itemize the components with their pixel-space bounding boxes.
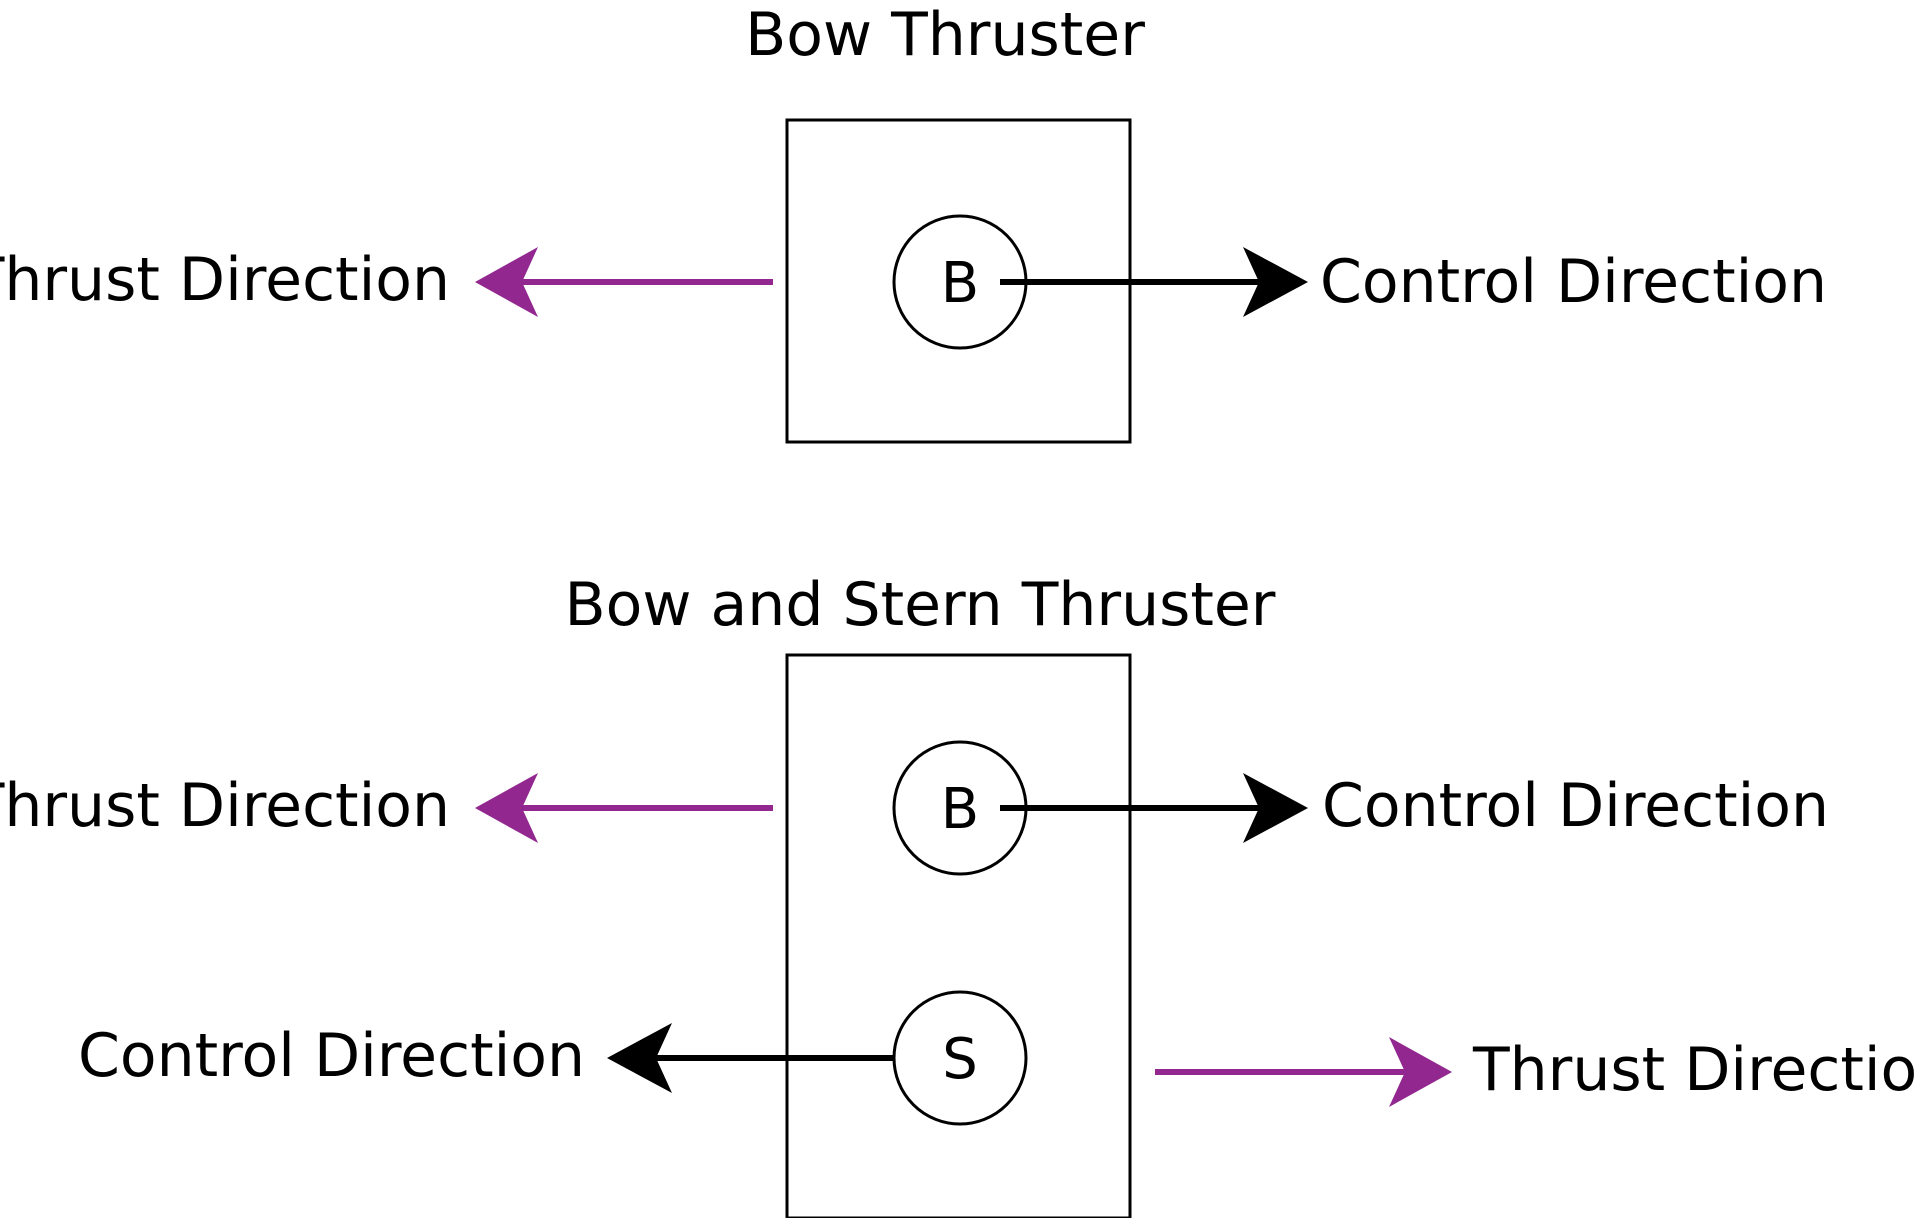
control-arrow (1000, 773, 1308, 843)
control-arrow (607, 1023, 915, 1093)
bow-thruster-group: Bow Thruster Thrust Direction B Control … (0, 0, 1827, 444)
control-direction-label: Control Direction (1320, 247, 1827, 317)
bow-thruster-title: Bow Thruster (745, 0, 1145, 70)
bow-thruster-letter: B (941, 251, 979, 316)
thrust-arrow (475, 247, 773, 317)
stern-thruster-letter: S (942, 1027, 978, 1092)
bow-thrust-direction-label: Thrust Direction (0, 771, 450, 841)
bow-and-stern-thruster-title: Bow and Stern Thruster (565, 570, 1276, 640)
stern-thrust-direction-label: Thrust Direction (1472, 1035, 1920, 1105)
stern-control-direction-label: Control Direction (78, 1021, 585, 1091)
bow-control-direction-label: Control Direction (1322, 771, 1829, 841)
thrust-arrow (1155, 1037, 1452, 1107)
control-arrow (1000, 247, 1308, 317)
ship-hull-box (785, 653, 1132, 1218)
bow-thruster-letter: B (941, 777, 979, 842)
stern-thruster-circle (892, 990, 1028, 1126)
thrust-direction-label: Thrust Direction (0, 245, 450, 315)
thrust-arrow (475, 773, 773, 843)
bow-and-stern-thruster-group: Bow and Stern Thruster Thrust Direction … (0, 570, 1920, 1218)
